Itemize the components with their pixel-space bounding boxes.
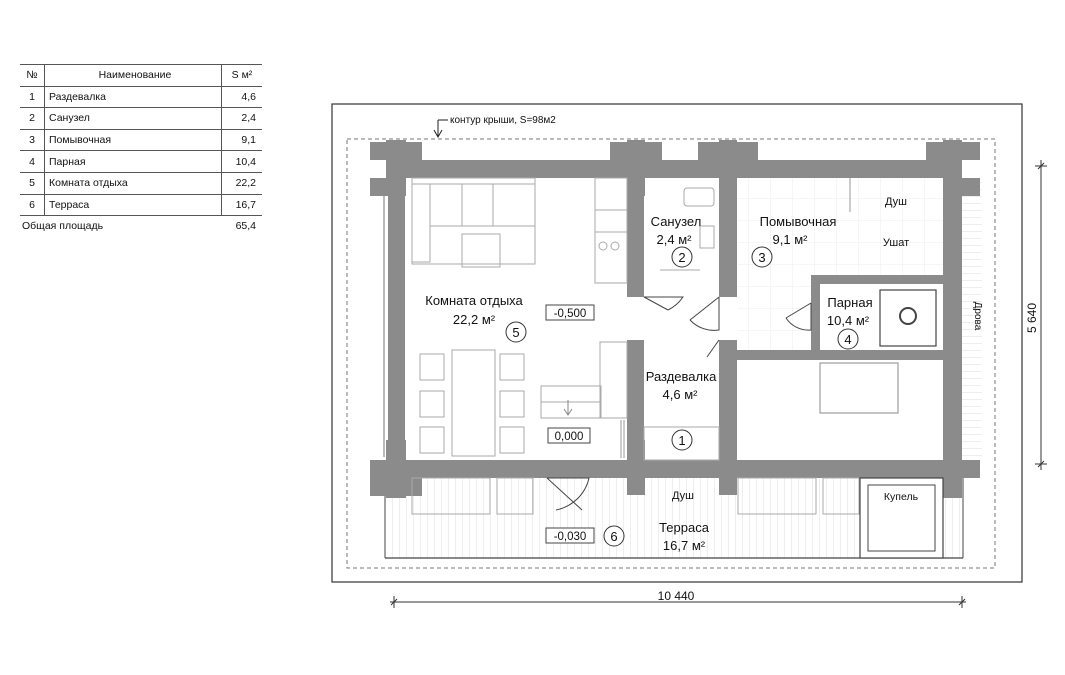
area-table: № Наименование S м² 1 Раздевалка 4,6 2 С…: [20, 64, 262, 237]
room-wc-name: Санузел: [651, 214, 702, 229]
wash-floor-tiles: [738, 178, 943, 278]
row-num: 6: [20, 194, 45, 217]
room-terrace-area: 16,7 м²: [663, 538, 706, 553]
dining-table: [419, 349, 525, 457]
row-num: 2: [20, 107, 45, 130]
table-row: 5 Комната отдыха 22,2: [20, 172, 262, 195]
table-row: 3 Помывочная 9,1: [20, 129, 262, 152]
room-rest-level: -0,500: [554, 308, 587, 320]
room-wc-num: 2: [678, 250, 685, 265]
roof-contour: [346, 138, 996, 569]
table-total-row: Общая площадь 65,4: [20, 216, 262, 237]
firewood-storage: [962, 178, 982, 458]
room-rest-area: 22,2 м²: [453, 312, 496, 327]
room-terrace-name: Терраса: [659, 520, 710, 535]
dimension-width-text: 10 440: [658, 589, 695, 603]
row-name: Терраса: [44, 194, 222, 217]
walls: [370, 140, 980, 498]
dimension-width: [390, 596, 966, 608]
table-row: 6 Терраса 16,7: [20, 194, 262, 217]
room-dressing-num: 1: [678, 433, 685, 448]
room-dressing-name: Раздевалка: [646, 369, 717, 384]
room-wash-num: 3: [758, 250, 765, 265]
row-name: Парная: [44, 150, 222, 173]
header-name: Наименование: [44, 64, 222, 87]
row-num: 3: [20, 129, 45, 152]
table-row: 4 Парная 10,4: [20, 150, 262, 173]
room-rest: Комната отдыха 22,2 м² 5 -0,500: [425, 293, 595, 343]
level-mark: [545, 527, 595, 544]
room-wash: Помывочная 9,1 м² 3 Душ Ушат: [751, 196, 909, 268]
level-mark: [545, 304, 595, 321]
room-rest-name: Комната отдыха: [425, 293, 523, 308]
doors: [546, 296, 812, 511]
sofa: [411, 177, 536, 265]
row-area: 4,6: [221, 86, 262, 109]
roof-label: контур крыши, S=98м2: [433, 115, 556, 139]
room-terrace: Душ Терраса 16,7 м² 6 -0,030 Купель: [545, 490, 919, 553]
room-steam-num: 4: [844, 332, 851, 347]
row-area: 16,7: [221, 194, 262, 217]
room-wash-area: 9,1 м²: [773, 232, 809, 247]
level-mark: [547, 427, 591, 444]
total-label: Общая площадь: [22, 220, 104, 233]
shower-terrace-label: Душ: [672, 490, 694, 502]
firewood-label: Дрова: [972, 302, 983, 331]
radiator: [620, 420, 625, 458]
total-value: 65,4: [235, 220, 256, 233]
dimension-height: [1035, 160, 1047, 470]
shower-wash-label: Душ: [885, 196, 907, 208]
dressing-bench: [643, 426, 720, 461]
header-num: №: [20, 64, 45, 87]
room-wc: Санузел 2,4 м² 2: [651, 214, 702, 268]
row-area: 22,2: [221, 172, 262, 195]
room-dressing-level: 0,000: [555, 431, 584, 443]
row-num: 5: [20, 172, 45, 195]
row-area: 9,1: [221, 129, 262, 152]
stove: [879, 289, 937, 347]
row-num: 4: [20, 150, 45, 173]
room-steam-name: Парная: [827, 295, 872, 310]
plunge-pool: [859, 477, 944, 559]
plunge-label: Купель: [884, 491, 919, 503]
row-area: 10,4: [221, 150, 262, 173]
roof-outline: [331, 103, 1023, 583]
room-wash-name: Помывочная: [760, 214, 837, 229]
room-steam: Парная 10,4 м² 4: [827, 295, 873, 350]
row-name: Раздевалка: [44, 86, 222, 109]
kitchen-counter: [594, 177, 628, 284]
tub-label: Ушат: [883, 237, 909, 249]
room-rest-num: 5: [512, 325, 519, 340]
row-name: Помывочная: [44, 129, 222, 152]
table-row: 2 Санузел 2,4: [20, 107, 262, 130]
coffee-table: [461, 233, 501, 268]
row-num: 1: [20, 86, 45, 109]
stairs: [540, 341, 628, 419]
room-terrace-num: 6: [610, 529, 617, 544]
roof-label-text: контур крыши, S=98м2: [450, 115, 556, 126]
room-terrace-level: -0,030: [554, 531, 587, 543]
row-name: Комната отдыха: [44, 172, 222, 195]
room-steam-area: 10,4 м²: [827, 313, 870, 328]
table-header-row: № Наименование S м²: [20, 64, 262, 87]
row-area: 2,4: [221, 107, 262, 130]
wc-fixtures: [660, 187, 715, 271]
table-row: 1 Раздевалка 4,6: [20, 86, 262, 109]
dimension-height-text: 5 640: [1025, 303, 1039, 333]
header-area: S м²: [221, 64, 262, 87]
room-wc-area: 2,4 м²: [657, 232, 693, 247]
bench: [819, 362, 899, 414]
terrace-furniture: [411, 477, 860, 515]
room-dressing-area: 4,6 м²: [663, 387, 699, 402]
room-dressing: Раздевалка 4,6 м² 1 0,000: [547, 369, 717, 451]
row-name: Санузел: [44, 107, 222, 130]
